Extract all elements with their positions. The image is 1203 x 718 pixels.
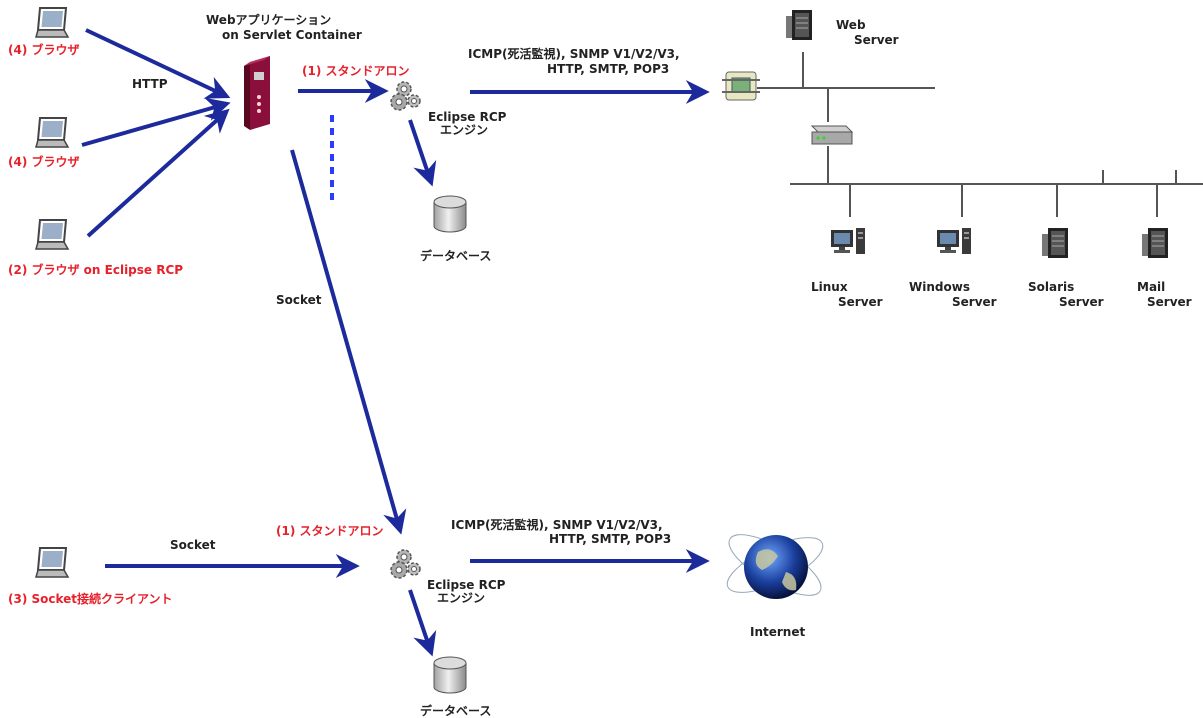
server-label-mail: Server [1147, 295, 1192, 309]
client-label-socket: (3) Socket接続クライアント [8, 592, 173, 606]
laptop-icon [35, 7, 69, 38]
client-label-browser: (4) ブラウザ [8, 43, 80, 57]
database-label: データベース [420, 249, 492, 263]
connection-arrows [81, 28, 710, 657]
network-device-icon [722, 71, 760, 101]
arrow-browser-top-to-webapp [85, 28, 231, 99]
server-label-solaris: Server [1059, 295, 1104, 309]
client-label-browser-rcp: (2) ブラウザ on Eclipse RCP [8, 263, 184, 277]
server-label-linux: Server [838, 295, 883, 309]
globe-icon [726, 534, 824, 599]
internet-label: Internet [750, 625, 806, 639]
socket-label: Socket [170, 538, 216, 552]
server-label-windows: Server [952, 295, 997, 309]
server-icon [831, 228, 865, 254]
socket-label: Socket [276, 293, 322, 307]
http-label: HTTP [132, 77, 168, 91]
database-icon [433, 195, 467, 233]
server-icon [785, 9, 813, 41]
protocols-label: ICMP(死活監視), SNMP V1/V2/V3, [468, 47, 680, 61]
engine-name: Eclipse RCP [428, 110, 507, 124]
engine-mode-label: (1) スタンドアロン [276, 524, 384, 538]
laptop-icon [35, 219, 69, 250]
arrow-browser-rcp-to-webapp [86, 108, 230, 238]
server-label-web: Web [836, 18, 866, 32]
engine-name: Eclipse RCP [427, 578, 506, 592]
laptop-icon [35, 117, 69, 148]
webapp-subtitle: on Servlet Container [222, 28, 362, 42]
engine-mode-label: (1) スタンドアロン [302, 64, 410, 78]
gears-icon [390, 549, 421, 579]
arrow-browser-mid-to-webapp [81, 97, 231, 147]
protocols-label: ICMP(死活監視), SNMP V1/V2/V3, [451, 518, 663, 532]
engine-name: エンジン [437, 591, 486, 605]
client-label-browser: (4) ブラウザ [8, 155, 80, 169]
server-icon [1141, 227, 1169, 259]
arrow-webapp-to-bottom-engine [290, 149, 407, 535]
protocols-label: HTTP, SMTP, POP3 [547, 62, 670, 76]
arrow-bottom-engine-to-db [408, 589, 437, 657]
server-label-solaris: Solaris [1028, 280, 1075, 294]
engine-name: エンジン [440, 123, 489, 137]
network-lines [757, 52, 1203, 217]
network-hub-icon [810, 125, 854, 145]
gears-icon [390, 81, 421, 111]
laptop-icon [35, 547, 69, 578]
protocols-label: HTTP, SMTP, POP3 [549, 532, 672, 546]
server-icon [1041, 227, 1069, 259]
server-label-linux: Linux [811, 280, 848, 294]
database-label: データベース [420, 704, 492, 718]
server-label-web: Server [854, 33, 899, 47]
webapp-title: Webアプリケーション [206, 13, 332, 27]
server-label-mail: Mail [1137, 280, 1166, 294]
webapp-server-icon [244, 56, 270, 130]
server-icon [937, 228, 971, 254]
server-label-windows: Windows [909, 280, 970, 294]
database-icon [433, 656, 467, 694]
arrow-engine-to-db [408, 119, 437, 187]
